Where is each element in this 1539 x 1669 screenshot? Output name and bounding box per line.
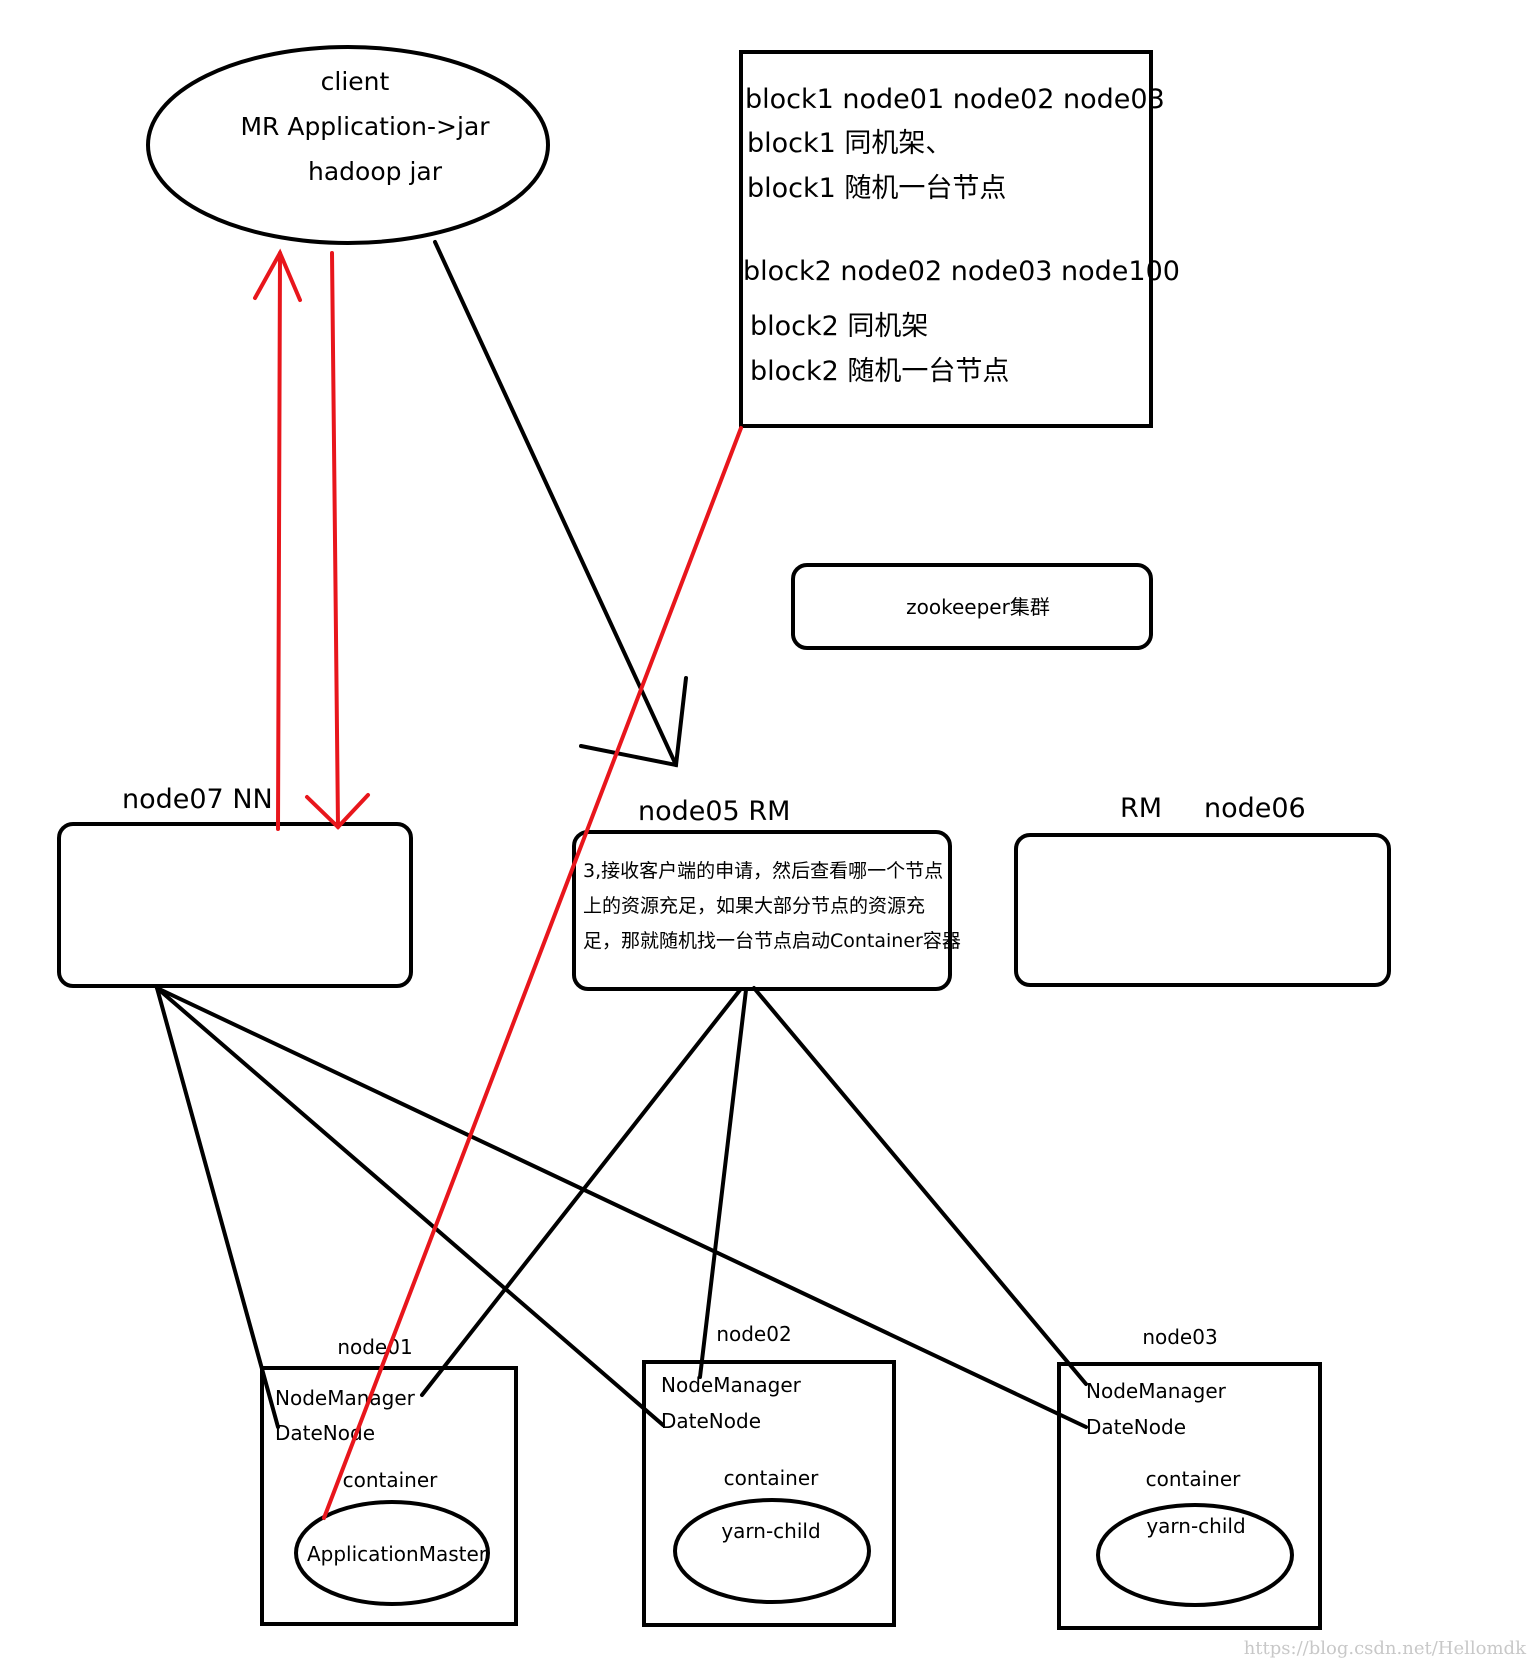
resourcemanager-node06: RM node06 bbox=[1014, 793, 1391, 987]
node03-nodemanager: NodeManager bbox=[1086, 1379, 1227, 1403]
client-node: client MR Application->jar hadoop jar bbox=[146, 45, 550, 245]
node03-box bbox=[1057, 1362, 1322, 1630]
client-to-rm-arrowhead bbox=[579, 676, 688, 768]
node02-process: yarn-child bbox=[721, 1519, 820, 1543]
rm-standby-label: RM bbox=[1120, 793, 1162, 824]
node02-label: node02 bbox=[716, 1322, 791, 1346]
worker-node01: node01 NodeManager DateNode container Ap… bbox=[260, 1335, 518, 1626]
node01-container-ellipse bbox=[294, 1500, 490, 1606]
block1-rack: block1 同机架、 bbox=[747, 128, 952, 159]
worker-node03: node03 NodeManager DateNode container ya… bbox=[1057, 1325, 1322, 1630]
rm-main-label: node05 RM bbox=[638, 796, 790, 827]
zookeeper-label: zookeeper集群 bbox=[906, 595, 1050, 619]
red-connections bbox=[253, 248, 743, 1520]
node01-process: ApplicationMaster bbox=[307, 1542, 488, 1566]
node02-container-ellipse bbox=[673, 1498, 871, 1604]
node01-box bbox=[260, 1366, 518, 1626]
nn-to-client-arrowhead bbox=[253, 248, 302, 302]
node01-nodemanager: NodeManager bbox=[275, 1386, 416, 1410]
block2-random: block2 随机一台节点 bbox=[750, 356, 1009, 387]
node02-datanode: DateNode bbox=[661, 1409, 761, 1433]
block1-random: block1 随机一台节点 bbox=[747, 173, 1006, 204]
worker-node02: node02 NodeManager DateNode container ya… bbox=[642, 1322, 896, 1627]
nn-to-node02-line bbox=[155, 986, 665, 1427]
rm-desc-line3: 足，那就随机找一台节点启动Container容器 bbox=[583, 930, 961, 952]
client-label: client bbox=[321, 67, 390, 96]
node03-container-label: container bbox=[1146, 1467, 1242, 1491]
rm-standby-node: node06 bbox=[1204, 793, 1306, 824]
rm-main-box bbox=[572, 830, 952, 991]
block-box-frame bbox=[739, 50, 1153, 428]
block2-nodes: block2 node02 node03 node100 bbox=[743, 256, 1180, 287]
namenode-box bbox=[57, 822, 413, 988]
node02-container-label: container bbox=[724, 1466, 820, 1490]
namenode-label: node07 NN bbox=[122, 784, 273, 815]
black-connections bbox=[155, 240, 1088, 1429]
resourcemanager-node05: node05 RM 3,接收客户端的申请，然后查看哪一个节点 上的资源充足，如果… bbox=[572, 796, 961, 991]
rm-to-node01-line bbox=[420, 988, 742, 1397]
node01-container-label: container bbox=[343, 1468, 439, 1492]
block-to-appmaster-line bbox=[322, 426, 743, 1520]
node03-label: node03 bbox=[1142, 1325, 1217, 1349]
client-cmd-label: hadoop jar bbox=[308, 157, 443, 186]
block-placement-box: block1 node01 node02 node03 block1 同机架、 … bbox=[739, 50, 1180, 428]
zookeeper-cluster: zookeeper集群 bbox=[791, 563, 1153, 650]
rm-to-node03-line bbox=[752, 986, 1088, 1386]
node03-container-ellipse bbox=[1096, 1503, 1294, 1607]
zookeeper-box bbox=[791, 563, 1153, 650]
rm-desc-line1: 3,接收客户端的申请，然后查看哪一个节点 bbox=[583, 860, 943, 882]
rm-to-node02-line bbox=[698, 988, 748, 1379]
nn-to-node01-line bbox=[155, 986, 280, 1429]
client-to-nn-arrowhead bbox=[305, 793, 370, 830]
block1-nodes: block1 node01 node02 node03 bbox=[745, 84, 1165, 115]
nn-to-node03-line bbox=[155, 986, 1088, 1429]
node02-nodemanager: NodeManager bbox=[661, 1373, 802, 1397]
client-to-rm-line bbox=[433, 240, 678, 767]
node02-box bbox=[642, 1360, 896, 1627]
node03-datanode: DateNode bbox=[1086, 1415, 1186, 1439]
client-to-nn-line bbox=[330, 251, 340, 829]
client-ellipse bbox=[146, 45, 550, 245]
client-app-label: MR Application->jar bbox=[240, 112, 490, 141]
watermark: https://blog.csdn.net/Hellomdk bbox=[1244, 1638, 1527, 1659]
rm-standby-box bbox=[1014, 833, 1391, 987]
node01-label: node01 bbox=[337, 1335, 412, 1359]
nn-to-client-line bbox=[276, 251, 282, 831]
rm-desc-line2: 上的资源充足，如果大部分节点的资源充 bbox=[583, 895, 925, 917]
namenode-node07: node07 NN bbox=[57, 784, 413, 988]
node03-process: yarn-child bbox=[1146, 1514, 1245, 1538]
block2-rack: block2 同机架 bbox=[750, 311, 928, 342]
